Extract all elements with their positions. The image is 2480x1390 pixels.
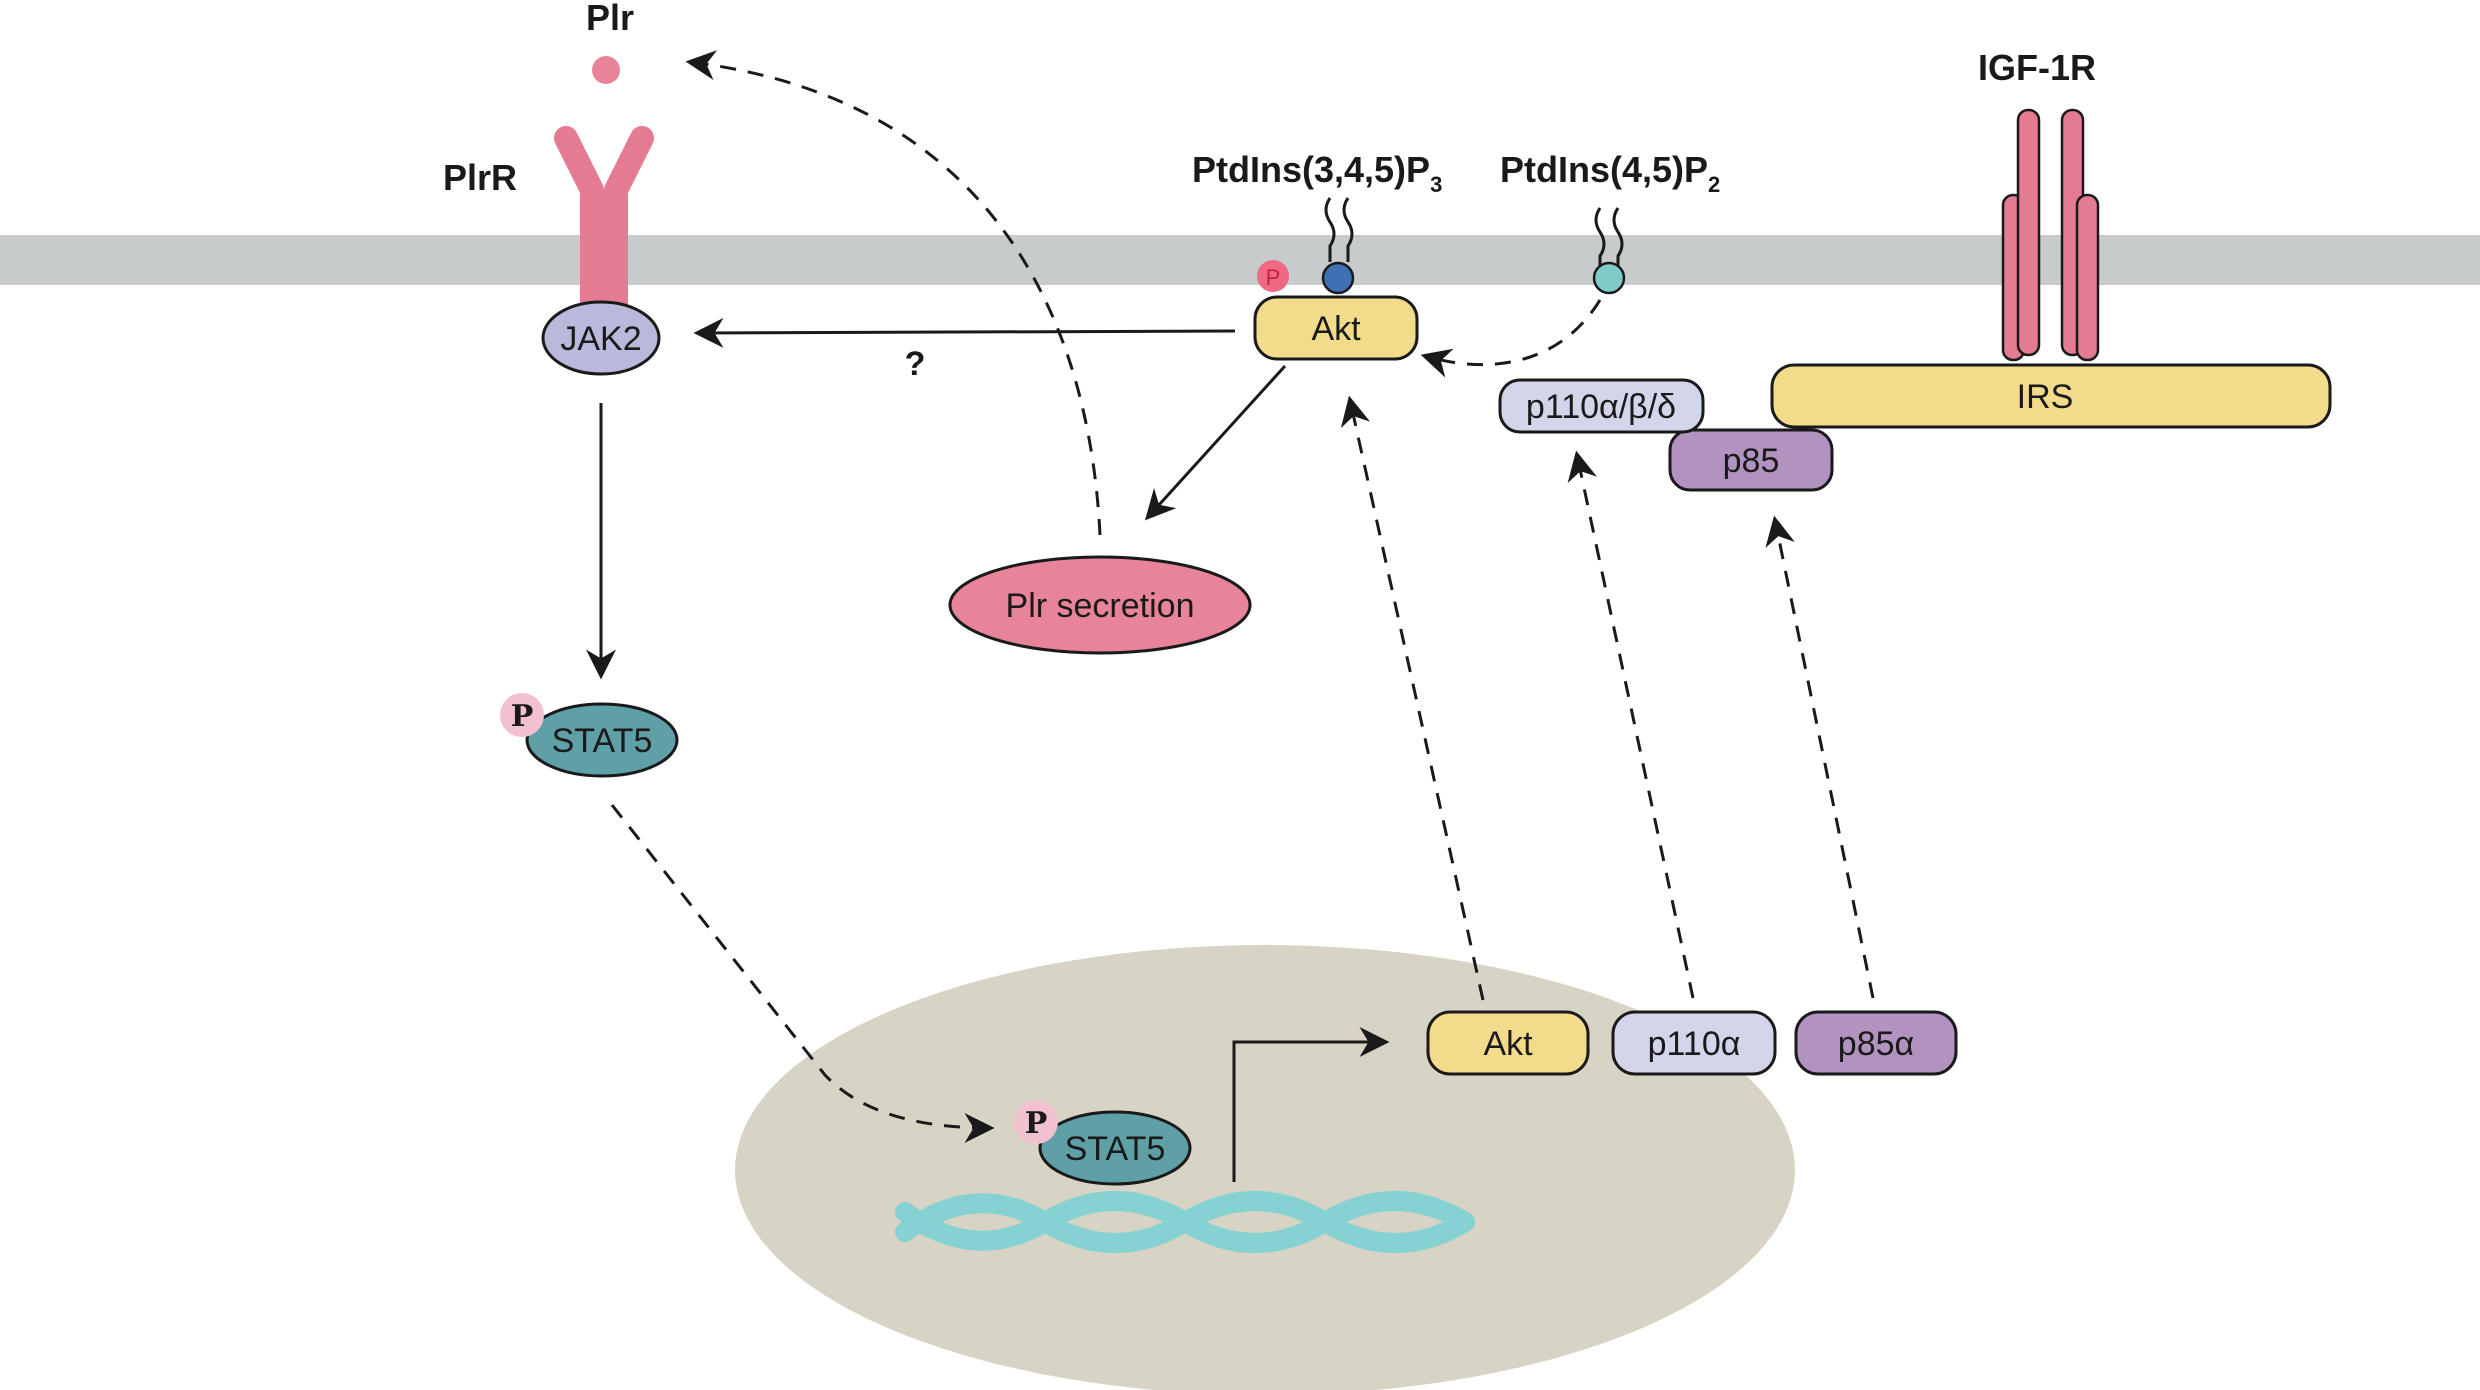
p85-label: p85 (1723, 442, 1780, 480)
p110a-gene-label: p110α (1648, 1025, 1741, 1063)
arrow-pip2-to-akt (1420, 299, 1602, 378)
jak2-node (541, 300, 661, 376)
pip2-label: PtdIns(4,5)P2 (1500, 149, 1720, 197)
irs-node (1770, 363, 2332, 429)
jak2-label: JAK2 (560, 320, 641, 358)
igf1r-label: IGF-1R (1978, 47, 2096, 88)
plr-secretion-label: Plr secretion (1006, 587, 1195, 625)
plr-secretion-node (948, 555, 1252, 655)
arrow-akt-to-jak2 (693, 317, 1236, 348)
pip2-label-main: PtdIns(4,5)P (1500, 149, 1708, 190)
pip3-label-subscript: 3 (1430, 172, 1442, 197)
igf1r-receptor (2001, 108, 2100, 362)
question-mark: ? (905, 345, 926, 383)
arrow-p85a-gene-to-p85 (1765, 515, 1875, 999)
akt-membrane-node (1253, 295, 1419, 361)
cell-membrane (0, 235, 2480, 285)
stat5-nucleus-phospho-badge (1014, 1100, 1058, 1144)
p110a-gene-node (1611, 1010, 1777, 1076)
arrow-p110a-gene-to-p110-complex (1567, 450, 1695, 999)
pip2-label-subscript: 2 (1708, 172, 1720, 197)
dna-helix (895, 1191, 1475, 1253)
arrow-akt-gene-to-akt (1340, 395, 1485, 1001)
plr-label: Plr (586, 0, 634, 38)
p110-complex-node (1498, 378, 1705, 434)
akt-phospho-badge (1257, 260, 1289, 292)
pip3-label-main: PtdIns(3,4,5)P (1192, 149, 1430, 190)
akt-phospho-label: P (1266, 265, 1281, 290)
stat5-node (525, 702, 679, 778)
arrow-akt-to-plr-secretion (1144, 364, 1287, 521)
plrr-receptor (554, 126, 654, 317)
irs-label: IRS (2017, 378, 2074, 416)
stat5-nucleus-phospho-label: P (1025, 1106, 1048, 1141)
arrow-transcription (1232, 1027, 1390, 1182)
p110-complex-label: p110α/β/δ (1526, 388, 1676, 426)
plrr-label: PlrR (443, 157, 517, 198)
stat5-phospho-badge (500, 693, 544, 737)
stat5-nucleus-label: STAT5 (1065, 1130, 1166, 1168)
p85a-gene-node (1794, 1010, 1958, 1076)
arrow-plr-secretion-to-plr (685, 50, 1102, 536)
pip3-lipid (1321, 197, 1355, 295)
stat5-phospho-label: P (511, 699, 534, 734)
plr-ligand (592, 56, 620, 84)
p85a-gene-label: p85α (1838, 1025, 1914, 1063)
akt-membrane-label: Akt (1311, 310, 1361, 348)
akt-gene-node (1426, 1010, 1590, 1076)
pip3-label: PtdIns(3,4,5)P3 (1192, 149, 1442, 197)
pip2-lipid (1592, 207, 1626, 295)
akt-gene-label: Akt (1483, 1025, 1533, 1063)
stat5-nucleus-node (1038, 1110, 1192, 1186)
p85-node (1668, 428, 1834, 492)
stat5-label: STAT5 (552, 722, 653, 760)
